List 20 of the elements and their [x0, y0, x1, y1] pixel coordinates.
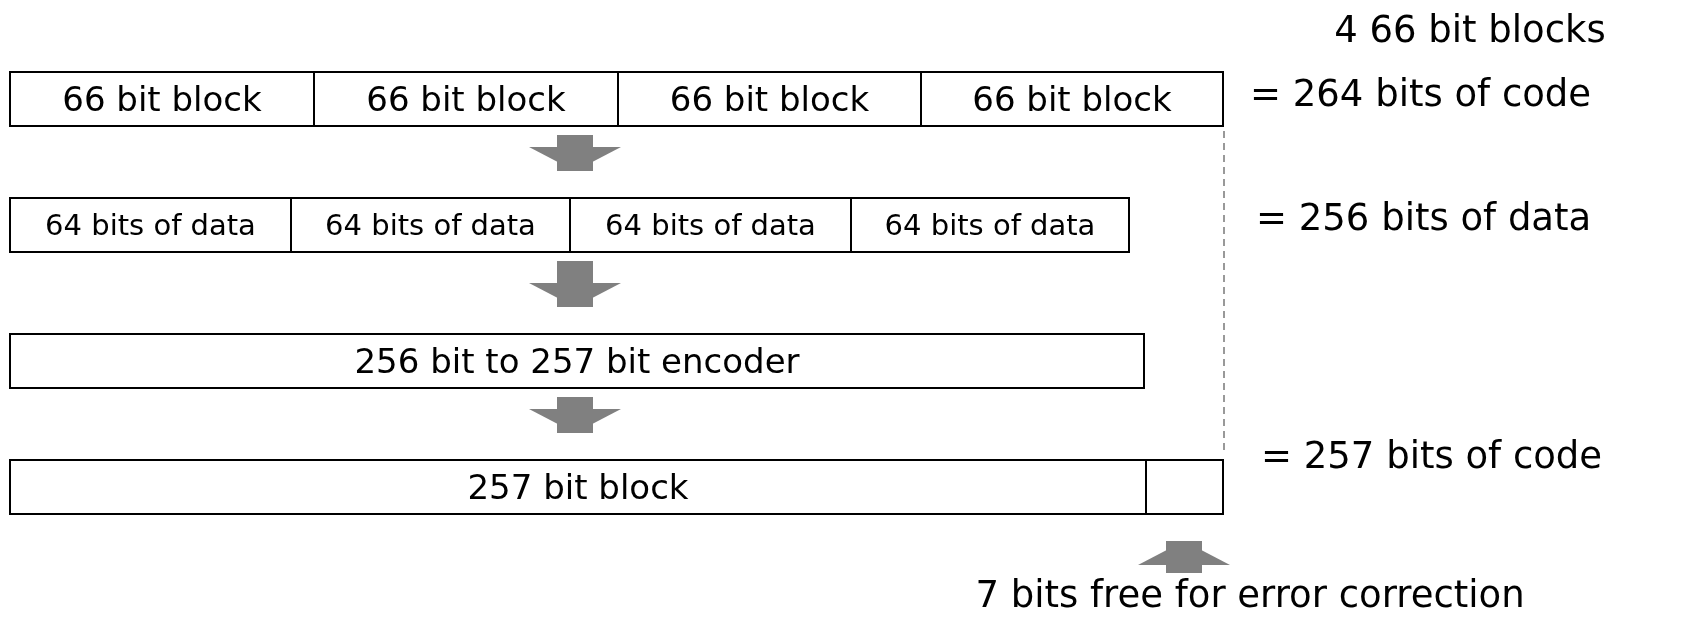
- block-arrow: [529, 261, 621, 307]
- code-block: 66 bit block: [9, 71, 315, 127]
- summary-label: = 264 bits of code: [1250, 72, 1592, 115]
- encoder-block: 256 bit to 257 bit encoder: [9, 333, 1145, 389]
- block-arrow: [529, 135, 621, 171]
- data-block: 64 bits of data: [290, 197, 571, 253]
- data-block: 64 bits of data: [9, 197, 292, 253]
- heading-label: 4 66 bit blocks: [1334, 8, 1606, 51]
- code-block: 66 bit block: [920, 71, 1224, 127]
- code-block: 66 bit block: [313, 71, 619, 127]
- output-block: 257 bit block: [9, 459, 1147, 515]
- summary-label: = 256 bits of data: [1256, 196, 1592, 239]
- block-arrow: [1138, 541, 1230, 573]
- data-block: 64 bits of data: [850, 197, 1130, 253]
- summary-label: = 257 bits of code: [1261, 434, 1603, 477]
- free-bits-block: [1145, 459, 1224, 515]
- annotation-text: 7 bits free for error correction: [915, 569, 1585, 619]
- block-arrow: [529, 397, 621, 433]
- data-block: 64 bits of data: [569, 197, 852, 253]
- code-block: 66 bit block: [617, 71, 922, 127]
